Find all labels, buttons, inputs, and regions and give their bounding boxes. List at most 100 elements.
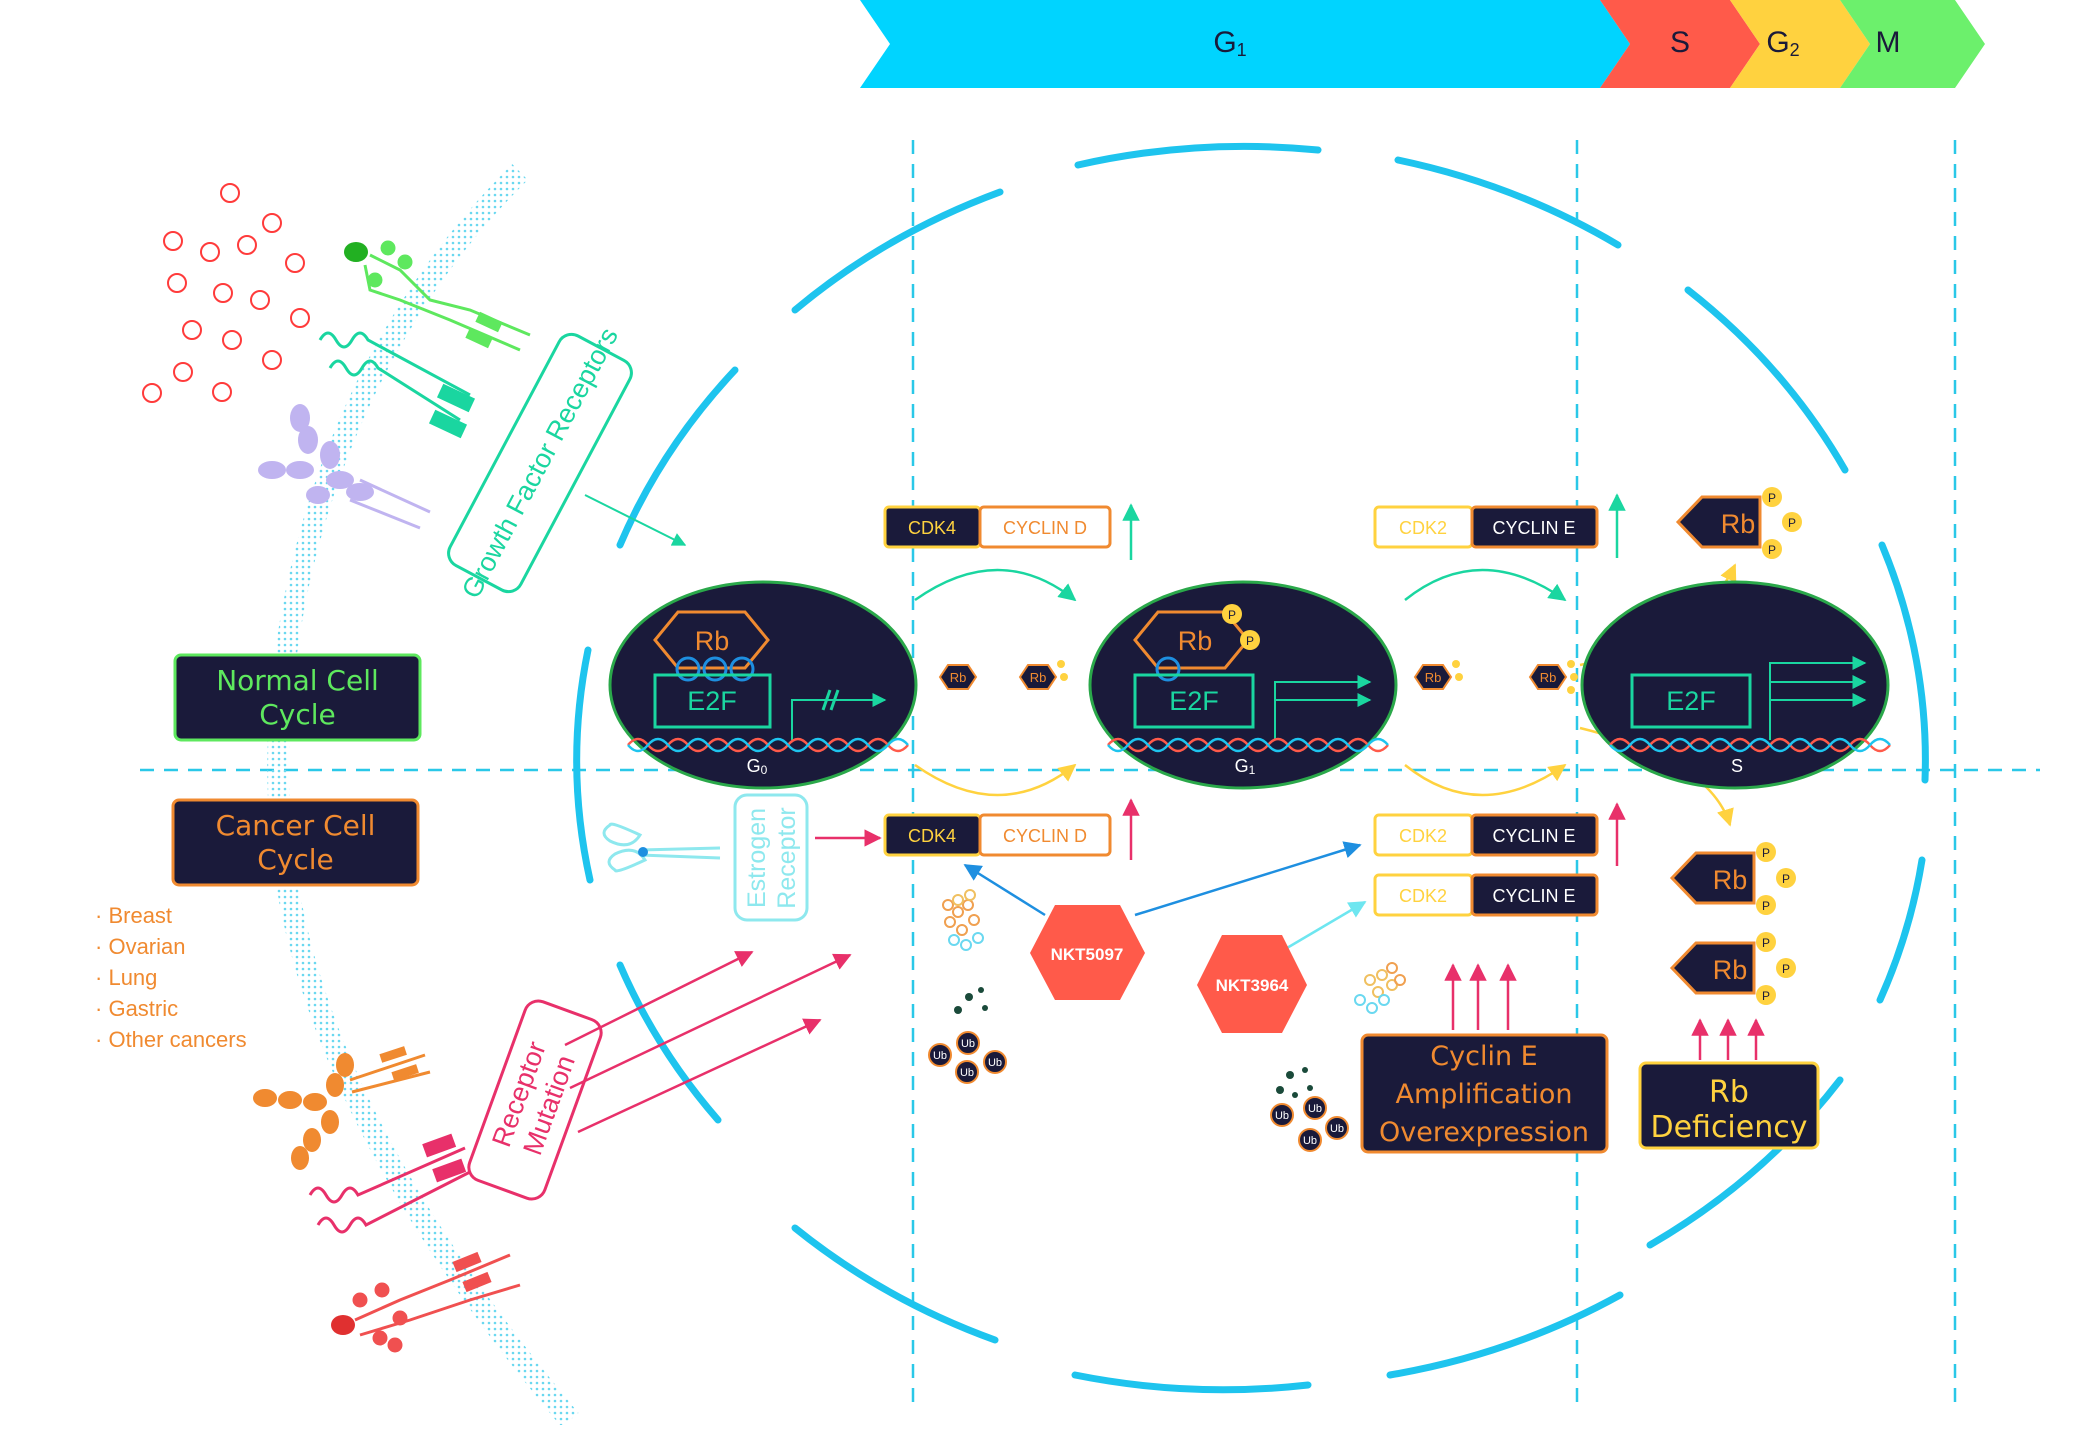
phase-g2-segment	[1730, 0, 1870, 88]
cancer-types-list: · Breast · Ovarian · Lung · Gastric · Ot…	[95, 903, 247, 1052]
svg-text:Ub: Ub	[961, 1038, 975, 1050]
svg-text:Rb: Rb	[1540, 670, 1557, 685]
proteasome-icon	[1354, 962, 1406, 1014]
cdk4-cyclin-d-cancer: CDK4 CYCLIN D	[883, 798, 1140, 860]
cyclin-e-label: CYCLIN E	[1492, 518, 1575, 538]
g1-label: G1	[1235, 756, 1256, 777]
svg-text:P: P	[1782, 962, 1790, 976]
svg-text:Ub: Ub	[1275, 1110, 1289, 1122]
cancer-type-item: · Gastric	[95, 996, 178, 1021]
svg-text:Rb: Rb	[950, 670, 967, 685]
ub-cluster-right: Ub Ub Ub Ub	[1270, 1067, 1349, 1152]
svg-text:Rb: Rb	[1713, 955, 1748, 985]
estrogen-receptor-icon	[602, 822, 721, 873]
svg-text:P: P	[1246, 634, 1254, 648]
svg-text:Rb: Rb	[1721, 509, 1756, 539]
nkt3964-drug: NKT3964	[1197, 900, 1367, 1033]
growth-factor-receptors-label: Growth Factor Receptors	[456, 323, 624, 603]
growth-factor-ligands	[142, 183, 310, 403]
small-rb-tags: Rb Rb Rb Rb	[938, 660, 1578, 694]
rb-deficiency-box: Rb Deficiency	[1638, 1018, 1820, 1150]
phase-g1-label: G1	[1213, 26, 1246, 60]
rb-label: Rb	[1178, 626, 1213, 656]
svg-text:Ub: Ub	[988, 1057, 1002, 1069]
svg-text:Ub: Ub	[960, 1067, 974, 1079]
rb-deficiency-line-1: Rb	[1709, 1075, 1749, 1110]
svg-text:Ub: Ub	[1330, 1123, 1344, 1135]
nucleus-ring	[573, 142, 1929, 1394]
cdk4-label: CDK4	[908, 826, 956, 846]
svg-text:Ub: Ub	[1308, 1103, 1322, 1115]
gfr-arrow	[584, 494, 687, 546]
cell-membrane	[267, 164, 579, 1428]
e2f-label: E2F	[1169, 686, 1219, 716]
svg-text:P: P	[1228, 608, 1236, 622]
rb-phosphorylated-normal: Rb P P P	[1675, 487, 1802, 559]
rb-phosphorylated-cancer-1: Rb P P P	[1669, 842, 1796, 915]
phase-s-label: S	[1670, 26, 1690, 59]
svg-text:P: P	[1782, 872, 1790, 886]
cancer-cell-cycle-label: Cancer Cell Cycle	[215, 808, 376, 876]
phase-m-segment	[1840, 0, 1985, 88]
svg-text:P: P	[1768, 543, 1776, 557]
rb-phosphorylated-cancer-2: Rb P P P	[1669, 932, 1796, 1005]
svg-text:Rb: Rb	[1425, 670, 1442, 685]
cell-g1: Rb P P E2F G1	[1088, 580, 1398, 790]
cdk2-label: CDK2	[1399, 826, 1447, 846]
nkt5097-label: NKT5097	[1051, 945, 1124, 964]
growth-factor-receptors-box: Growth Factor Receptors	[447, 323, 633, 603]
cdk2-label: CDK2	[1399, 518, 1447, 538]
teal-receptor-icon	[318, 331, 476, 439]
cyclin-d-label: CYCLIN D	[1003, 518, 1087, 538]
svg-text:P: P	[1762, 899, 1770, 913]
cancer-type-item: · Other cancers	[95, 1027, 247, 1052]
phase-g1-segment	[860, 0, 1630, 88]
rb-label: Rb	[695, 626, 730, 656]
green-receptor-icon	[344, 240, 531, 352]
proteasome-icon	[942, 889, 984, 951]
phase-bar: G1 S G2 M	[860, 0, 1985, 88]
phase-m-label: M	[1876, 26, 1901, 59]
g0-label: G0	[747, 756, 768, 777]
svg-text:P: P	[1762, 989, 1770, 1003]
cancer-cell-cycle-box: Cancer Cell Cycle	[171, 798, 420, 887]
estrogen-receptor-box: EstrogenReceptor	[733, 793, 809, 922]
cyclin-d-label: CYCLIN D	[1003, 826, 1087, 846]
ub-cluster-left: Ub Ub Ub Ub	[928, 987, 1007, 1084]
cdk4-cyclin-d-normal: CDK4 CYCLIN D	[883, 503, 1140, 560]
phase-g2-label: G2	[1766, 26, 1799, 60]
receptor-mutation-box: ReceptorMutation	[467, 999, 603, 1201]
phase-dividers	[140, 140, 2040, 1405]
normal-cell-cycle-label: Normal Cell Cycle	[216, 663, 379, 731]
orange-mutant-receptor-icon	[253, 1046, 431, 1170]
svg-text:Ub: Ub	[1303, 1135, 1317, 1147]
cyclin-e-label: CYCLIN E	[1492, 886, 1575, 906]
svg-text:Ub: Ub	[933, 1050, 947, 1062]
cancer-type-item: · Ovarian	[95, 934, 186, 959]
s-label: S	[1731, 756, 1743, 776]
receptor-mutation-arrows	[564, 950, 852, 1134]
red-mutant-receptor-icon	[331, 1251, 521, 1353]
cyclin-e-label: CYCLIN E	[1492, 826, 1575, 846]
e2f-label: E2F	[687, 686, 737, 716]
normal-cell-cycle-box: Normal Cell Cycle	[173, 653, 422, 742]
cdk2-cyclin-e-normal: CDK2 CYCLIN E	[1373, 493, 1626, 558]
svg-text:Rb: Rb	[1030, 670, 1047, 685]
cancer-type-item: · Lung	[95, 965, 157, 990]
cdk2-label: CDK2	[1399, 886, 1447, 906]
cancer-type-item: · Breast	[95, 903, 172, 928]
e2f-label: E2F	[1666, 686, 1716, 716]
cdk2-cyclin-e-cancer-2: CDK2 CYCLIN E	[1373, 873, 1599, 917]
svg-text:P: P	[1768, 491, 1776, 505]
amplification-line-2: Amplification	[1395, 1079, 1572, 1110]
cell-s: E2F S	[1580, 580, 1891, 790]
pink-mutant-receptor-icon	[308, 1133, 471, 1234]
purple-receptor-icon	[258, 404, 431, 530]
svg-text:P: P	[1788, 516, 1796, 530]
nkt5097-drug: NKT5097	[963, 841, 1362, 1000]
cyclin-e-amplification-box: Cyclin E Amplification Overexpression	[1360, 963, 1609, 1154]
svg-text:Rb: Rb	[1713, 865, 1748, 895]
cdk2-cyclin-e-cancer-1: CDK2 CYCLIN E	[1373, 802, 1626, 866]
